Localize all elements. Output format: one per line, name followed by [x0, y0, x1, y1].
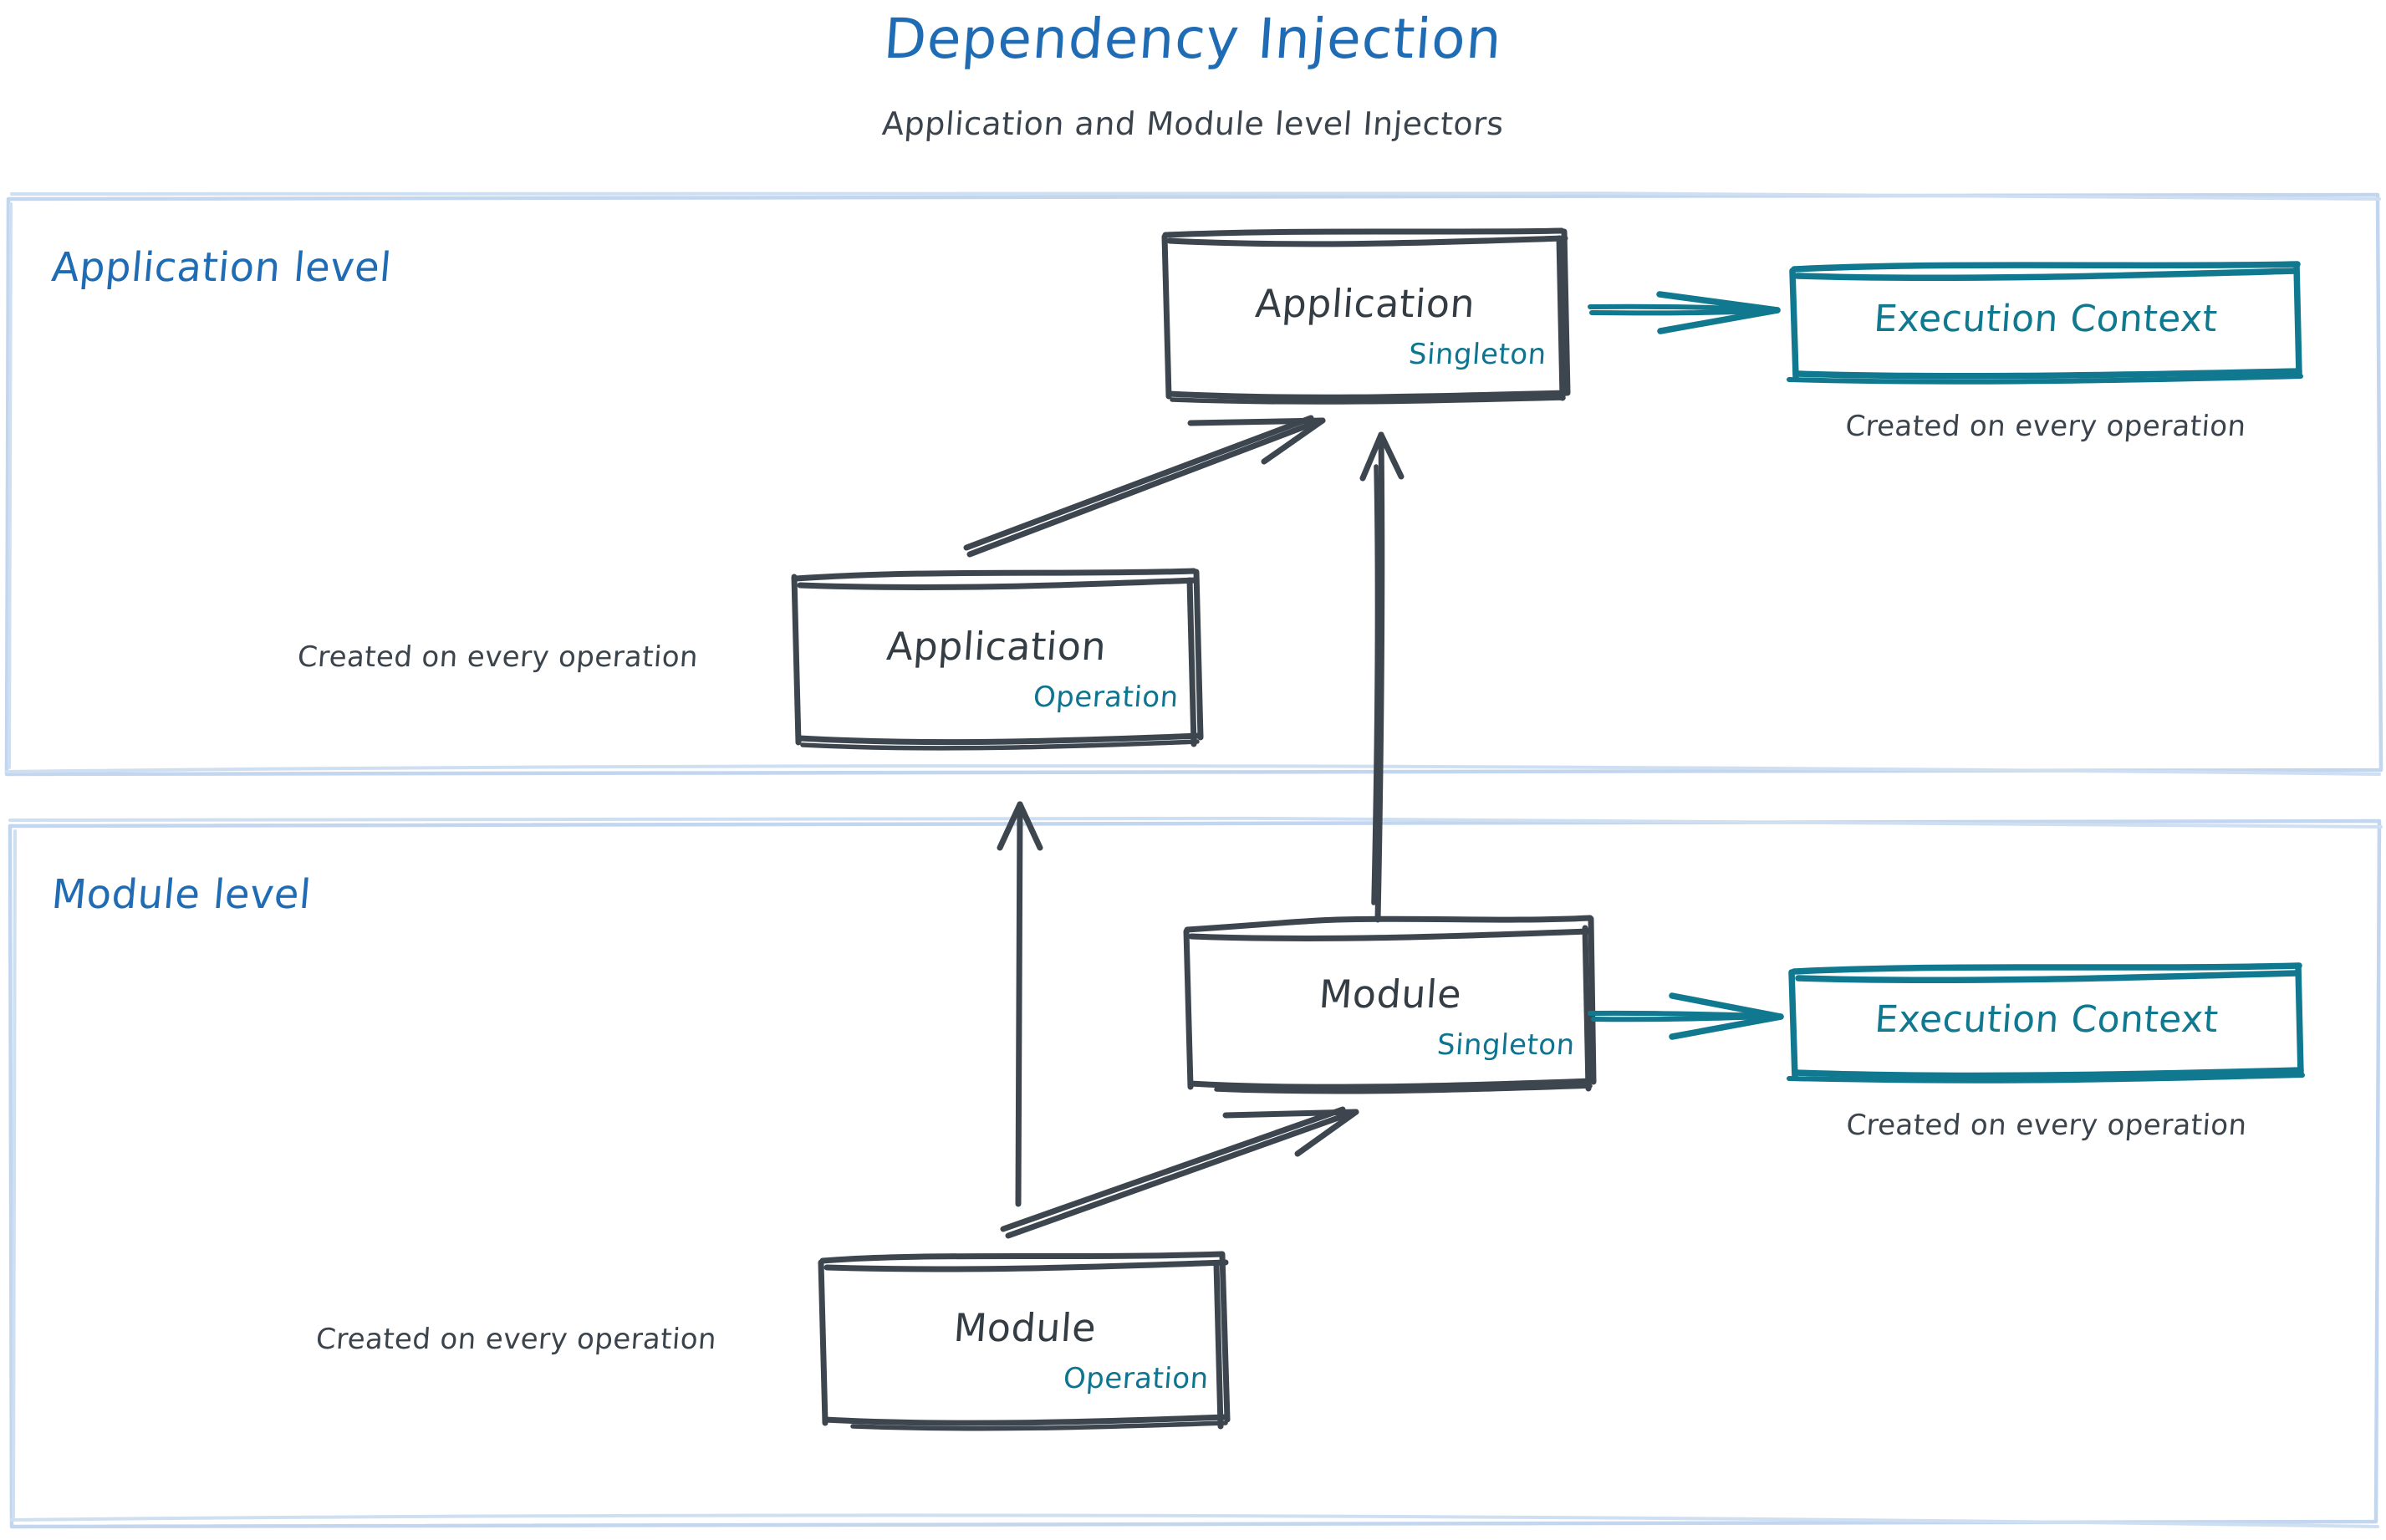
node-title: Module [1317, 971, 1464, 1017]
node-scope-badge: Singleton [1407, 338, 1548, 371]
note-module-operation: Created on every operation [314, 1323, 718, 1356]
node-frame-module-singleton[interactable] [1183, 915, 1597, 1094]
node-title: Application [1253, 281, 1477, 326]
node-frame-module-execution-context[interactable] [1787, 962, 2305, 1084]
note-application-execution-context: Created on every operation [1844, 410, 2247, 443]
node-application-singleton[interactable]: Application Singleton [1165, 234, 1565, 398]
note-application-operation: Created on every operation [296, 640, 700, 674]
edge-module-operation-to-module-singleton [1000, 1106, 1359, 1239]
node-application-operation[interactable]: Application Operation [796, 575, 1197, 742]
node-title: Module [951, 1305, 1099, 1350]
node-scope-badge: Operation [1032, 681, 1180, 714]
page-subtitle: Application and Module level Injectors [880, 105, 1506, 142]
edge-module-singleton-to-app-singleton [1359, 431, 1405, 923]
node-title: Execution Context [1873, 998, 2220, 1041]
node-frame-application-singleton[interactable] [1161, 227, 1571, 405]
node-frame-application-execution-context[interactable] [1787, 261, 2303, 385]
node-scope-badge: Singleton [1435, 1028, 1577, 1062]
node-module-operation[interactable]: Module Operation [823, 1257, 1227, 1425]
page-title: Dependency Injection [881, 7, 1505, 71]
group-label-module-level: Module level [49, 871, 314, 918]
group-frame-module-level [8, 815, 2383, 1529]
node-title: Application [885, 624, 1109, 669]
edge-app-operation-to-app-singleton [963, 415, 1326, 558]
edge-module-singleton-to-execution-context [1588, 992, 1784, 1040]
group-label-application-level: Application level [49, 244, 394, 291]
node-application-execution-context[interactable]: Execution Context [1792, 268, 2299, 378]
node-scope-badge: Operation [1062, 1362, 1211, 1395]
note-module-execution-context: Created on every operation [1845, 1109, 2248, 1142]
edge-module-operation-to-app-operation [997, 801, 1043, 1207]
node-frame-application-operation[interactable] [791, 568, 1204, 751]
node-module-execution-context[interactable]: Execution Context [1792, 970, 2301, 1079]
edge-app-singleton-to-execution-context [1588, 291, 1781, 334]
node-module-singleton[interactable]: Module Singleton [1187, 928, 1593, 1089]
node-frame-module-operation[interactable] [818, 1251, 1231, 1431]
node-title: Execution Context [1872, 298, 2220, 340]
